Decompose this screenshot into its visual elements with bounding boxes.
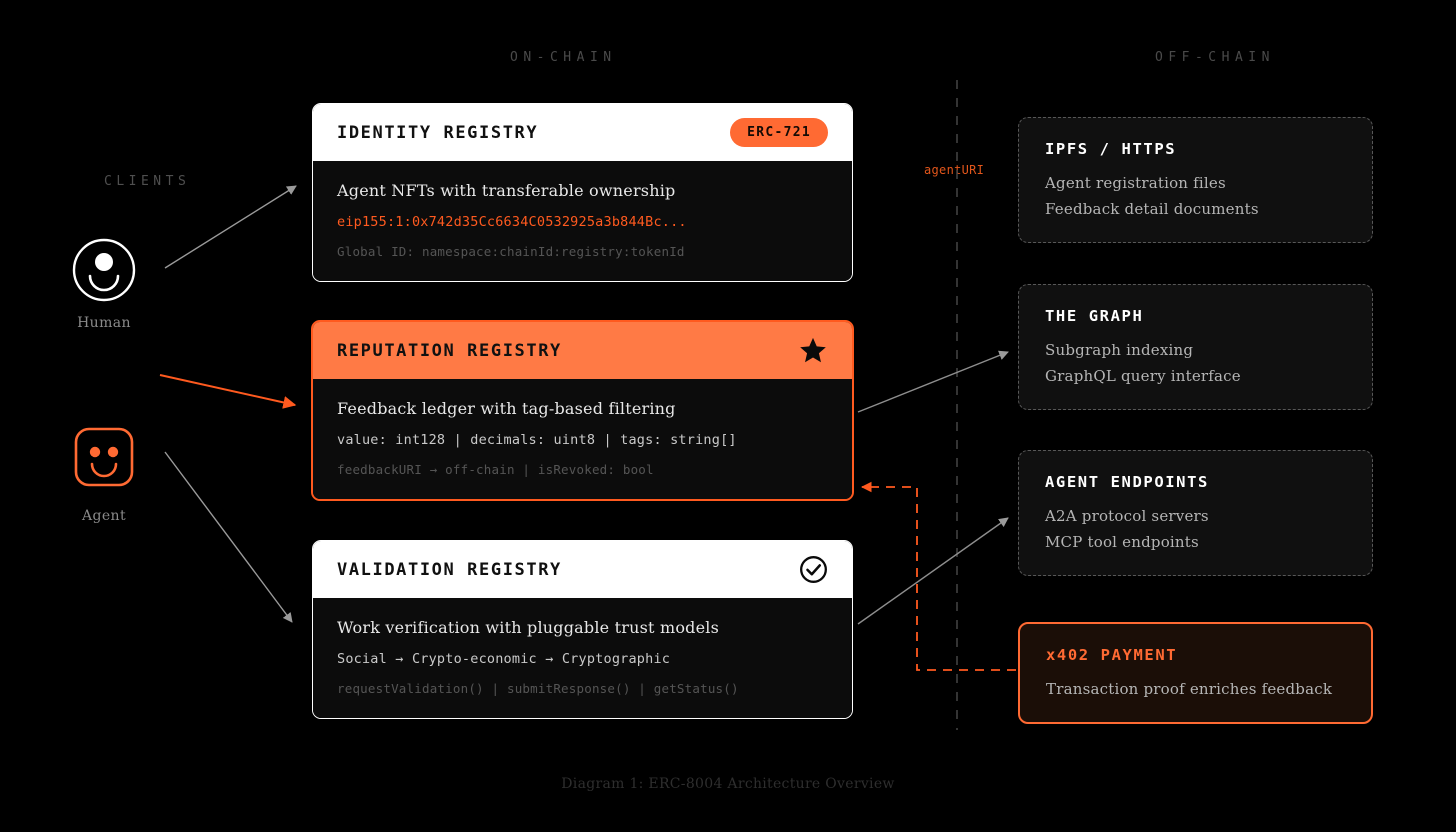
- actor-human-icon: [72, 238, 136, 302]
- actor-agent-icon: [74, 427, 134, 487]
- column-header-onchain: ON-CHAIN: [510, 50, 617, 65]
- arrow-human-to-identity: [164, 185, 297, 269]
- actor-human-caption: Human: [77, 315, 131, 331]
- card-validation-title: VALIDATION REGISTRY: [337, 559, 562, 580]
- card-x402-payment[interactable]: x402 PAYMENT Transaction proof enriches …: [1018, 622, 1373, 724]
- card-reputation-description: Feedback ledger with tag-based filtering: [337, 399, 676, 418]
- card-agent-endpoints-line-1: A2A protocol servers: [1045, 507, 1209, 525]
- card-reputation-code: value: int128 | decimals: uint8 | tags: …: [337, 432, 737, 448]
- card-agent-endpoints-title: AGENT ENDPOINTS: [1045, 473, 1209, 491]
- badge-erc721[interactable]: ERC-721: [730, 118, 828, 147]
- card-validation-meta: requestValidation() | submitResponse() |…: [337, 681, 739, 696]
- card-x402-payment-title: x402 PAYMENT: [1046, 646, 1178, 664]
- card-identity-description: Agent NFTs with transferable ownership: [337, 181, 676, 200]
- arrow-agent-to-validation: [164, 451, 293, 623]
- card-agent-endpoints[interactable]: AGENT ENDPOINTS A2A protocol servers MCP…: [1018, 450, 1373, 576]
- arrow-reputation-to-graph: [857, 350, 1009, 413]
- card-ipfs-https-title: IPFS / HTTPS: [1045, 140, 1177, 158]
- check-circle-icon: [799, 555, 828, 584]
- diagram-caption: Diagram 1: ERC-8004 Architecture Overvie…: [561, 776, 895, 792]
- card-the-graph-title: THE GRAPH: [1045, 307, 1144, 325]
- card-identity-meta: Global ID: namespace:chainId:registry:to…: [337, 244, 685, 259]
- card-the-graph-line-2: GraphQL query interface: [1045, 367, 1241, 385]
- card-identity-header: IDENTITY REGISTRY ERC-721: [313, 104, 852, 161]
- card-identity-registry[interactable]: IDENTITY REGISTRY ERC-721 Agent NFTs wit…: [312, 103, 853, 282]
- column-header-clients: CLIENTS: [104, 174, 191, 189]
- card-reputation-header: REPUTATION REGISTRY: [313, 322, 852, 379]
- arrow-agent-to-reputation: [159, 374, 297, 409]
- card-ipfs-https-line-1: Agent registration files: [1045, 174, 1226, 192]
- card-validation-code: Social → Crypto-economic → Cryptographic: [337, 651, 671, 667]
- annotation-agenturi: agentURI: [924, 163, 985, 177]
- card-reputation-meta: feedbackURI → off-chain | isRevoked: boo…: [337, 462, 654, 477]
- card-ipfs-https[interactable]: IPFS / HTTPS Agent registration files Fe…: [1018, 117, 1373, 243]
- card-validation-header: VALIDATION REGISTRY: [313, 541, 852, 598]
- card-reputation-registry[interactable]: REPUTATION REGISTRY Feedback ledger with…: [311, 320, 854, 501]
- card-identity-body: Agent NFTs with transferable ownership e…: [313, 161, 852, 281]
- card-the-graph-line-1: Subgraph indexing: [1045, 341, 1194, 359]
- card-identity-code: eip155:1:0x742d35Cc6634C0532925a3b844Bc.…: [337, 214, 687, 230]
- dashed-path-payment-to-reputation: [860, 481, 1016, 671]
- star-icon: [798, 336, 828, 365]
- card-validation-registry[interactable]: VALIDATION REGISTRY Work verification wi…: [312, 540, 853, 719]
- column-header-offchain: OFF-CHAIN: [1155, 50, 1275, 65]
- card-identity-title: IDENTITY REGISTRY: [337, 122, 539, 143]
- card-ipfs-https-line-2: Feedback detail documents: [1045, 200, 1259, 218]
- card-validation-description: Work verification with pluggable trust m…: [337, 618, 719, 637]
- actor-agent-caption: Agent: [82, 508, 126, 524]
- card-validation-body: Work verification with pluggable trust m…: [313, 598, 852, 718]
- arrow-validation-to-endpoints: [857, 517, 1009, 625]
- card-x402-payment-line-1: Transaction proof enriches feedback: [1046, 680, 1333, 698]
- card-reputation-title: REPUTATION REGISTRY: [337, 340, 562, 361]
- card-the-graph[interactable]: THE GRAPH Subgraph indexing GraphQL quer…: [1018, 284, 1373, 410]
- card-reputation-body: Feedback ledger with tag-based filtering…: [313, 379, 852, 499]
- card-agent-endpoints-line-2: MCP tool endpoints: [1045, 533, 1199, 551]
